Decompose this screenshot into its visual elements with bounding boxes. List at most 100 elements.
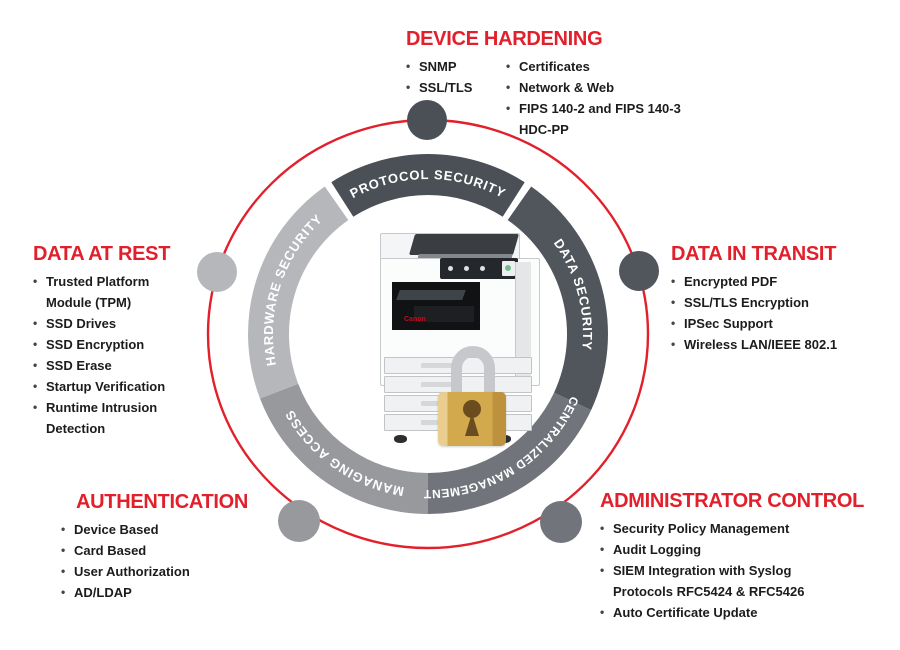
list-item: •Wireless LAN/IEEE 802.1 <box>671 334 899 355</box>
bullet-icon: • <box>33 379 38 393</box>
list-item-text: Trusted Platform Module (TPM) <box>46 274 150 310</box>
panel-indicator <box>448 266 453 271</box>
list-item: • Encrypted PDF <box>671 271 899 292</box>
list-item: • IPSec Support <box>671 313 899 334</box>
bullet-list: •Security Policy Management • Audit Loggi… <box>600 518 895 623</box>
list-item: • Audit Logging <box>600 539 895 560</box>
list-item: •Runtime Intrusion Detection <box>33 397 208 439</box>
bullet-list: • Device Based • Card Based • User Authoriz… <box>61 519 291 603</box>
ring-segment-hardware-security <box>248 186 349 399</box>
bullet-icon: • <box>600 521 605 535</box>
list-item: • FIPS 140-2 and FIPS 140-3 HDC-PP <box>506 98 696 140</box>
start-button <box>505 265 511 271</box>
ring-segment-managing-access <box>260 383 428 514</box>
list-item: • Device Based <box>61 519 291 540</box>
section-administrator-control: ADMINISTRATOR CONTROL •Security Policy M… <box>600 490 895 623</box>
bullet-icon: • <box>671 295 676 309</box>
bullet-icon: • <box>33 316 38 330</box>
bullet-icon: • <box>61 543 66 557</box>
ring-segment-data-security <box>507 186 608 411</box>
list-item-text: User Authorization <box>74 564 190 579</box>
printer-wheel <box>394 435 407 443</box>
bullet-list: • Trusted Platform Module (TPM) • SSD Driv… <box>33 271 208 439</box>
list-item-text: Device Based <box>74 522 159 537</box>
section-title: ADMINISTRATOR CONTROL <box>600 490 865 512</box>
list-item-text: SSL/TLS <box>419 80 473 95</box>
section-data-in-transit: DATA IN TRANSIT •Encrypted PDF •SSL/TLS … <box>671 243 899 355</box>
data-in-transit-dot <box>619 251 659 291</box>
list-item-text: Runtime Intrusion Detection <box>46 400 158 436</box>
list-item-text: Auto Certificate Update <box>613 605 758 620</box>
list-item-text: Certificates <box>519 59 590 74</box>
list-item-text: Startup Verification <box>46 379 166 394</box>
list-item-text: SNMP <box>419 59 457 74</box>
bullet-icon: • <box>671 316 676 330</box>
list-item-text: FIPS 140-2 and FIPS 140-3 HDC-PP <box>519 101 681 137</box>
section-authentication: AUTHENTICATION • Device Based • Card Based… <box>61 491 291 603</box>
ring-segment-centralized-management <box>428 392 592 514</box>
list-item-text: SSD Erase <box>46 358 112 373</box>
list-item-text: Encrypted PDF <box>684 274 778 289</box>
device-hardening-dot <box>407 100 447 140</box>
bullet-icon: • <box>61 522 66 536</box>
list-item: • User Authorization <box>61 561 291 582</box>
list-item: • SNMP <box>406 56 506 77</box>
section-device-hardening: DEVICE HARDENING •SNMP •SSL/TLS •Certifi… <box>406 28 706 140</box>
list-item-text: Card Based <box>74 543 147 558</box>
list-item: • SIEM Integration with Syslog Protocols … <box>600 560 895 602</box>
drawer-handle <box>421 382 459 387</box>
list-item: •Network & Web <box>506 77 696 98</box>
ring-segment-protocol-security <box>331 154 525 217</box>
padlock-shackle <box>451 346 495 404</box>
administrator-control-dot <box>540 501 582 543</box>
bullet-icon: • <box>506 59 511 73</box>
section-data-at-rest: DATA AT REST • Trusted Platform Module (T… <box>33 243 208 439</box>
list-item: •AD/LDAP <box>61 582 291 603</box>
padlock-icon <box>438 346 508 446</box>
padlock-keyhole-stem <box>465 413 479 436</box>
section-title: AUTHENTICATION <box>76 491 249 513</box>
bullet-icon: • <box>506 80 511 94</box>
list-item-text: IPSec Support <box>684 316 773 331</box>
printer-side-panel <box>515 262 531 384</box>
list-item-text: AD/LDAP <box>74 585 132 600</box>
list-item-text: SIEM Integration with Syslog Protocols R… <box>613 563 805 599</box>
list-item: • Certificates <box>506 56 696 77</box>
bullet-icon: • <box>671 274 676 288</box>
section-title: DEVICE HARDENING <box>406 28 603 50</box>
authentication-dot <box>278 500 320 542</box>
list-item: • SSD Drives <box>33 313 208 334</box>
list-item: • SSD Erase <box>33 355 208 376</box>
printer-keypad <box>502 261 515 276</box>
printer-inner-tray <box>414 306 474 322</box>
bullet-icon: • <box>33 337 38 351</box>
list-item-text: Wireless LAN/IEEE 802.1 <box>684 337 838 352</box>
list-item: •Security Policy Management <box>600 518 895 539</box>
section-title: DATA AT REST <box>33 243 171 265</box>
bullet-list: • SNMP •SSL/TLS <box>406 56 506 140</box>
list-item: • Card Based <box>61 540 291 561</box>
bullet-icon: • <box>600 542 605 556</box>
bullet-icon: • <box>61 564 66 578</box>
bullet-list: •Encrypted PDF •SSL/TLS Encryption •IPSe… <box>671 271 899 355</box>
printer-control-panel <box>440 258 518 279</box>
drawer-handle <box>421 363 459 368</box>
data-at-rest-dot <box>197 252 237 292</box>
printer-output-tray <box>396 290 466 300</box>
bullet-icon: • <box>506 101 511 115</box>
printer-brand-logo: Canon <box>404 316 426 323</box>
list-item: •SSL/TLS <box>406 77 506 98</box>
printer-document-feeder <box>408 234 520 255</box>
panel-indicator <box>464 266 469 271</box>
bullet-icon: • <box>33 358 38 372</box>
section-title: DATA IN TRANSIT <box>671 243 837 265</box>
bullet-icon: • <box>600 563 605 577</box>
bullet-list: • Certificates •Network & Web • FIPS 140-2… <box>506 56 696 140</box>
list-item-text: Audit Logging <box>613 542 702 557</box>
panel-indicator <box>480 266 485 271</box>
bullet-columns: •SNMP •SSL/TLS •Certificates •Network & … <box>406 56 706 140</box>
bullet-icon: • <box>406 59 411 73</box>
list-item-text: SSD Drives <box>46 316 117 331</box>
list-item-text: SSD Encryption <box>46 337 145 352</box>
